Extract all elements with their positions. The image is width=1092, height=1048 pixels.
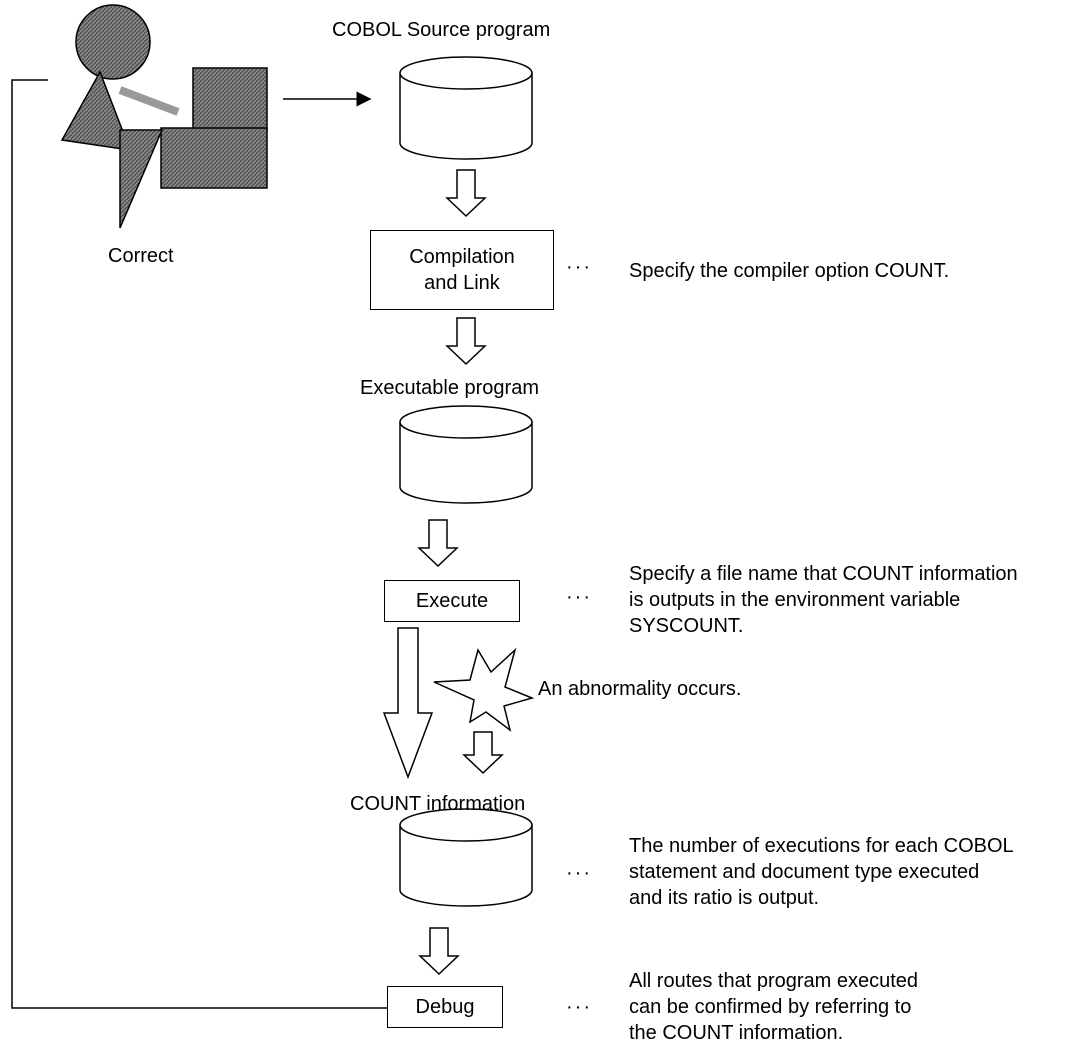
execute-note: Specify a file name that COUNT informati… [629, 563, 1018, 637]
feedback-loop-line [11, 79, 387, 1009]
person-at-computer-icon [60, 4, 268, 229]
debug-box: Debug [387, 986, 503, 1028]
compile-link-box: Compilation and Link [370, 230, 554, 310]
abnormal-flow-arrow [462, 731, 504, 775]
executable-program-label: Executable program [360, 377, 539, 399]
correct-label: Correct [108, 245, 174, 267]
explosion-star-icon [433, 647, 535, 732]
count-information-label: COUNT information [350, 793, 526, 815]
count-information-database-icon [399, 808, 533, 907]
flow-arrow-3 [417, 519, 459, 568]
long-flow-arrow [382, 627, 434, 780]
count-note: The number of executions for each COBOL … [629, 835, 1014, 909]
compile-link-label: Compilation and Link [409, 246, 515, 294]
source-program-database-icon [399, 56, 533, 160]
debug-label: Debug [415, 996, 475, 1018]
abnormality-label: An abnormality occurs. [538, 678, 742, 700]
execute-label: Execute [415, 590, 489, 612]
source-program-label: COBOL Source program [332, 19, 551, 41]
execute-box: Execute [384, 580, 520, 622]
executable-program-database-icon [399, 405, 533, 504]
debug-note: All routes that program executed can be … [629, 970, 919, 1044]
compile-ellipsis: ··· [566, 256, 592, 278]
flow-arrow-4 [418, 927, 460, 976]
flow-arrow-1 [445, 169, 487, 218]
debug-ellipsis: ··· [566, 996, 592, 1018]
compile-note: Specify the compiler option COUNT. [629, 260, 950, 282]
execute-ellipsis: ··· [566, 586, 592, 608]
flow-arrow-2 [445, 317, 487, 366]
count-ellipsis: ··· [566, 862, 592, 884]
